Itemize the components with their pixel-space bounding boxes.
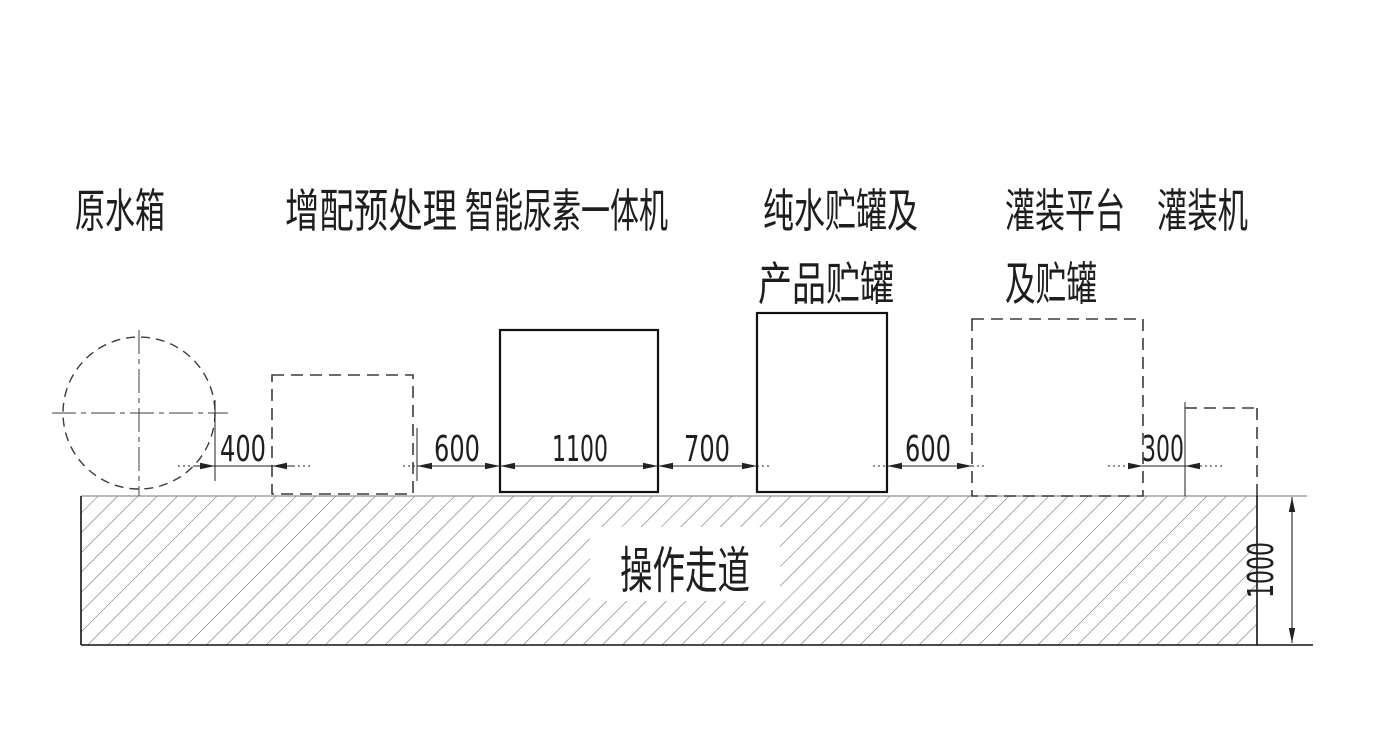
product-tank-outline	[755, 311, 889, 494]
pretreatment-unit	[271, 374, 414, 495]
dim-1100-arrow-left	[500, 462, 515, 470]
dim-1000-value: 1000	[1241, 542, 1282, 598]
dim-1100: 1100	[486, 429, 672, 470]
dim-600r-arrow-left	[887, 462, 902, 470]
label-pretreatment: 增配预处理	[285, 184, 457, 238]
dim-600r-value: 600	[905, 429, 951, 470]
walkway-label-backing	[590, 527, 780, 601]
dim-700: 700	[644, 429, 771, 470]
dim-300-arrow-left	[1128, 462, 1143, 470]
dim-600r-arrow-right	[957, 462, 972, 470]
label-pure-water-line1: 纯水贮罐及	[763, 184, 918, 238]
dim-600-left: 600	[403, 429, 515, 470]
dim-400-value: 400	[220, 429, 266, 470]
dim-700-arrow-left	[658, 462, 673, 470]
dim-400-arrow-right	[272, 462, 287, 470]
filling-platform	[971, 318, 1144, 497]
dim-400-arrow-left	[200, 462, 215, 470]
dim-300-arrow-right	[1185, 462, 1200, 470]
dim-600-right: 600	[873, 429, 986, 470]
equipment-labels: 原水箱 增配预处理 智能尿素一体机 纯水贮罐及 产品贮罐 灌装平台 及贮罐 灌装…	[75, 184, 1248, 311]
dimensions: 400 600 1100 700	[178, 400, 1296, 643]
label-filling-platform-line2: 及贮罐	[1005, 257, 1097, 311]
label-filling-machine: 灌装机	[1157, 184, 1248, 238]
dim-1000-arrow-bottom	[1288, 628, 1296, 643]
urea-machine	[498, 328, 660, 494]
filling-machine	[1184, 402, 1258, 496]
label-raw-water-tank: 原水箱	[75, 184, 165, 238]
dim-1100-value: 1100	[552, 429, 608, 470]
raw-water-tank	[52, 330, 228, 496]
label-filling-platform-line1: 灌装平台	[1005, 184, 1125, 238]
walkway: 操作走道	[80, 495, 1313, 646]
dim-1000-arrow-top	[1288, 497, 1296, 512]
dim-600l-value: 600	[434, 429, 480, 470]
urea-machine-outline	[498, 328, 660, 494]
dim-1000: 1000	[1241, 497, 1296, 643]
filling-platform-outline	[971, 318, 1144, 497]
label-urea-machine: 智能尿素一体机	[465, 184, 668, 238]
label-pure-water-line2: 产品贮罐	[758, 257, 894, 311]
pure-water-product-tank	[755, 311, 889, 494]
dim-700-value: 700	[684, 429, 730, 470]
dim-300-value: 300	[1142, 429, 1184, 470]
dim-400: 400	[178, 429, 310, 470]
dim-600l-arrow-left	[417, 462, 432, 470]
walkway-label: 操作走道	[620, 542, 750, 600]
pretreatment-outline	[271, 374, 414, 495]
dim-700-arrow-right	[742, 462, 757, 470]
dim-300: 300	[1108, 429, 1223, 470]
